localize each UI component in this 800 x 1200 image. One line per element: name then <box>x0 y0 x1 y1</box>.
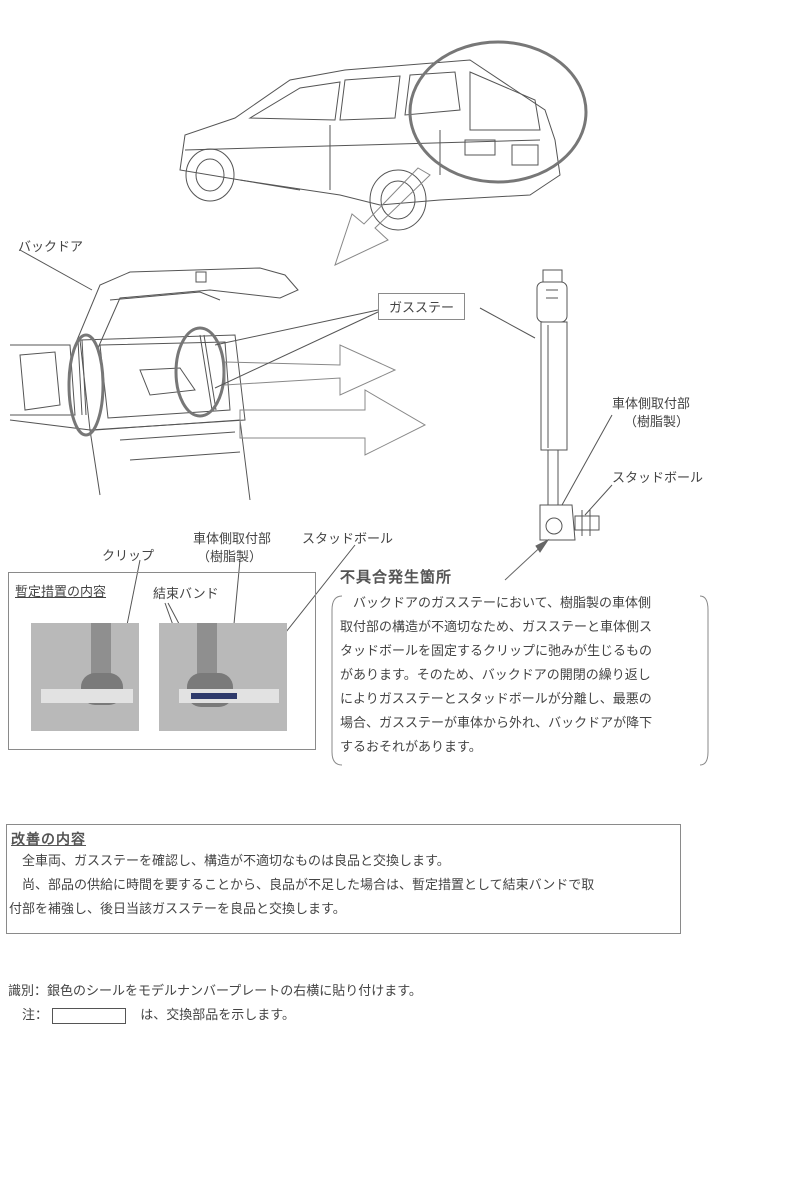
photo-before <box>31 623 139 731</box>
defect-line: するおそれがあります。 <box>340 740 482 755</box>
arrow-down-left <box>334 167 431 266</box>
improvement-line: 尚、部品の供給に時間を要することから、良品が不足した場合は、暫定措置として結束バ… <box>9 878 595 893</box>
identification-text: 識別：銀色のシールをモデルナンバープレートの右横に貼り付けます。 <box>8 984 422 999</box>
leader-body-mount <box>561 414 613 506</box>
label-body-mount-line2: （樹脂製） <box>624 415 690 430</box>
improvement-line: 付部を補強し、後日当該ガスステーを良品と交換します。 <box>9 902 346 917</box>
defect-line: 場合、ガスステーが車体から外れ、バックドアが降下 <box>340 716 653 731</box>
gas-stay-illustration <box>536 269 600 541</box>
left-stay-ellipse <box>67 333 105 437</box>
defect-line: バックドアのガスステーにおいて、樹脂製の車体側 <box>340 596 651 611</box>
label-binding-band: 結束バンド <box>153 587 219 602</box>
label-gas-stay: ガスステー <box>378 293 466 320</box>
defect-description: バックドアのガスステーにおいて、樹脂製の車体側 取付部の構造が不適切なため、ガス… <box>340 592 706 760</box>
back-door-illustration <box>9 249 299 501</box>
label-body-mount2-line1: 車体側取付部 <box>193 532 272 547</box>
defect-line: タッドボールを固定するクリップに弛みが生じるもの <box>340 644 653 659</box>
label-body-mount2-line2: （樹脂製） <box>197 550 263 565</box>
note-line: 注： は、交換部品を示します。 <box>22 1004 295 1028</box>
defect-line: があります。そのため、バックドアの開閉の繰り返し <box>340 668 651 683</box>
label-stud-ball: スタッドボール <box>612 471 704 486</box>
note-suffix: は、交換部品を示します。 <box>140 1008 295 1023</box>
car-illustration <box>179 59 561 231</box>
label-clip: クリップ <box>102 549 155 564</box>
photo-with-band <box>159 623 287 731</box>
label-stud-ball2: スタッドボール <box>302 532 394 547</box>
note-prefix: 注： <box>22 1008 49 1023</box>
improvement-description: 全車両、ガスステーを確認し、構造が不適切なものは良品と交換します。 尚、部品の供… <box>9 850 677 922</box>
defect-title: 不具合発生箇所 <box>340 568 453 586</box>
temporary-measure-title: 暫定措置の内容 <box>15 585 107 600</box>
rear-highlight-ellipse <box>408 40 588 184</box>
right-stay-ellipse <box>174 326 226 418</box>
label-back-door: バックドア <box>18 240 84 255</box>
label-body-mount-line1: 車体側取付部 <box>612 397 691 412</box>
defect-line: 取付部の構造が不適切なため、ガスステーと車体側ス <box>340 620 653 635</box>
defect-line: によりガスステーとスタッドボールが分離し、最悪の <box>340 692 652 707</box>
arrow-right-2 <box>239 389 427 456</box>
improvement-box: 改善の内容 全車両、ガスステーを確認し、構造が不適切なものは良品と交換します。 … <box>6 824 681 934</box>
improvement-line: 全車両、ガスステーを確認し、構造が不適切なものは良品と交換します。 <box>9 854 450 869</box>
temporary-measure-box: 暫定措置の内容 結束バンド <box>8 572 316 750</box>
leader-stud-ball <box>584 484 613 516</box>
improvement-title: 改善の内容 <box>11 832 86 848</box>
replacement-part-box <box>52 1007 127 1024</box>
arrow-right-1 <box>224 344 397 396</box>
